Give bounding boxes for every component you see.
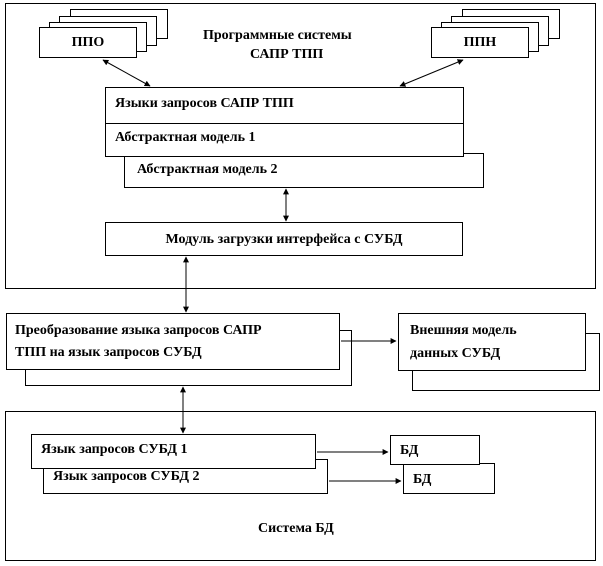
db-1-box: БД xyxy=(390,435,480,465)
cad-systems-title-line1: Программные системы xyxy=(203,28,352,43)
db-1-label: БД xyxy=(400,443,419,458)
query-languages-box: Языки запросов САПР ТПП Абстрактная моде… xyxy=(105,87,464,157)
dbms-query-1-label: Язык запросов СУБД 1 xyxy=(41,442,188,457)
external-model-box: Внешняя модель данных СУБД xyxy=(398,313,586,371)
abstract-model-1-label: Абстрактная модель 1 xyxy=(115,130,256,145)
external-model-label-line1: Внешняя модель xyxy=(410,323,517,338)
ppo-box: ППО xyxy=(39,27,137,58)
interface-module-label: Модуль загрузки интерфейса с СУБД xyxy=(165,231,403,247)
translation-label-line1: Преобразование языка запросов САПР xyxy=(15,323,262,338)
ppo-label: ППО xyxy=(71,35,105,50)
interface-module-box: Модуль загрузки интерфейса с СУБД xyxy=(105,222,463,256)
arrow-ppo-to-query-languages xyxy=(102,59,151,87)
translation-box: Преобразование языка запросов САПР ТПП н… xyxy=(6,313,340,370)
db-system-title: Система БД xyxy=(258,521,334,536)
translation-label-line2: ТПП на язык запросов СУБД xyxy=(15,345,202,360)
dbms-query-1-box: Язык запросов СУБД 1 xyxy=(31,434,316,469)
external-model-label-line2: данных СУБД xyxy=(410,346,501,361)
ppn-box: ППН xyxy=(431,27,529,58)
query-languages-label: Языки запросов САПР ТПП xyxy=(115,96,294,111)
abstract-model-2-box: Абстрактная модель 2 xyxy=(124,153,484,188)
cad-systems-title-line2: САПР ТПП xyxy=(250,47,324,62)
ppn-label: ППН xyxy=(463,35,497,50)
abstract-model-2-label: Абстрактная модель 2 xyxy=(137,162,278,177)
dbms-query-2-label: Язык запросов СУБД 2 xyxy=(53,469,200,484)
db-2-label: БД xyxy=(413,472,432,487)
query-languages-divider xyxy=(106,123,463,124)
arrow-ppn-to-query-languages xyxy=(399,59,464,87)
